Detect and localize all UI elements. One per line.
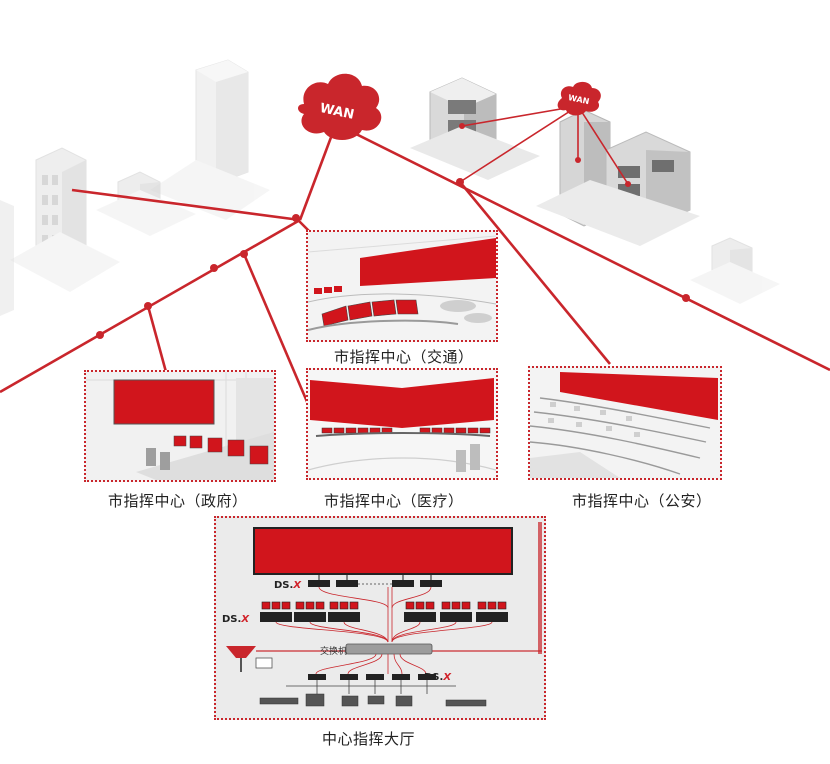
caption-medical: 市指挥中心（医疗） [324,492,464,510]
building-right-small [690,237,780,304]
police-video-wall [560,372,718,420]
building-edge-left [0,200,14,316]
caption-central-hall: 中心指挥大厅 [322,730,416,748]
caption-traffic: 市指挥中心（交通） [334,348,474,366]
panel-traffic-center [306,230,498,342]
switch-label: 交换机 [320,647,348,657]
traffic-room-illustration [308,232,496,340]
dsx-brand-top: DS.X [274,580,302,591]
network-switch [345,643,433,655]
dsx-brand-bottom: DS.X [424,672,452,683]
panel-medical-center [306,368,498,480]
building-left-tower [150,59,270,220]
medical-room-illustration [308,370,496,478]
government-room-illustration [86,372,274,480]
network-nodes [96,123,690,339]
medical-video-wall [310,378,494,428]
panel-central-hall: DS.X DS.X DS.X 交换机 [214,516,546,720]
dsx-brand-middle: DS.X [222,614,250,625]
government-video-wall [113,379,215,425]
network-links [0,122,830,405]
panel-police-center [528,366,722,480]
central-video-wall [253,527,513,575]
building-hq-tower [536,109,700,246]
wan-cloud-main: WAN [298,73,382,140]
traffic-video-wall [360,238,496,286]
police-room-illustration [530,368,720,478]
panel-government-center [84,370,276,482]
central-hall-topology [216,518,544,718]
caption-government: 市指挥中心（政府） [108,492,248,510]
caption-police: 市指挥中心（公安） [572,492,712,510]
wan-cloud-small: WAN [557,81,601,116]
building-data-center [410,77,540,180]
wan-label-main: WAN [318,101,355,123]
building-left-office [10,147,120,292]
wan-label-small: WAN [567,93,590,106]
